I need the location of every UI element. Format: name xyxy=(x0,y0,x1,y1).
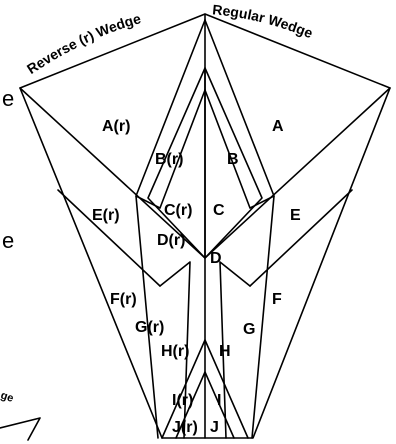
inner-diamond-left xyxy=(147,67,206,259)
label-h-r: H(r) xyxy=(161,343,189,360)
label-g: G xyxy=(243,321,255,338)
label-e-r: E(r) xyxy=(92,207,120,224)
strip-g-right xyxy=(219,261,251,439)
strip-b-left xyxy=(135,19,206,209)
chevron-i xyxy=(175,371,235,439)
header-regular-wedge: Regular Wedge xyxy=(212,1,316,41)
line-right-lower xyxy=(249,189,353,287)
strip-g-left-outer xyxy=(135,195,159,439)
label-g-r: G(r) xyxy=(135,319,164,336)
label-c: C xyxy=(213,202,225,219)
label-b-r: B(r) xyxy=(155,151,183,168)
edge-fragment-mid: e xyxy=(2,228,14,253)
inner-diamond-right xyxy=(204,67,263,259)
label-j-r: J(r) xyxy=(172,419,198,436)
label-i: I xyxy=(217,392,221,409)
label-h: H xyxy=(219,343,231,360)
label-i-r: I(r) xyxy=(172,392,193,409)
label-j: J xyxy=(210,419,219,436)
label-b: B xyxy=(227,151,239,168)
strip-g-left xyxy=(159,261,191,439)
label-f: F xyxy=(272,291,282,308)
outer-outline xyxy=(19,13,391,439)
edge-fragment-top: e xyxy=(2,86,14,111)
label-d-r: D(r) xyxy=(157,232,185,249)
label-a-r: A(r) xyxy=(102,118,130,135)
header-reverse-wedge: Reverse (r) Wedge xyxy=(24,10,143,77)
chevron-h xyxy=(161,339,249,439)
strip-b-right xyxy=(204,19,275,209)
label-d: D xyxy=(210,250,222,267)
strip-g-right-outer xyxy=(251,195,275,439)
line-left-lower xyxy=(57,189,161,287)
line-left-upper xyxy=(19,87,206,259)
edge-fragment-bottom: ge xyxy=(0,389,15,404)
label-c-r: C(r) xyxy=(164,202,192,219)
label-a: A xyxy=(272,118,284,135)
partial-shape-bottom-left xyxy=(0,417,41,441)
line-right-upper xyxy=(204,87,391,259)
label-e: E xyxy=(290,207,301,224)
label-f-r: F(r) xyxy=(110,291,137,308)
